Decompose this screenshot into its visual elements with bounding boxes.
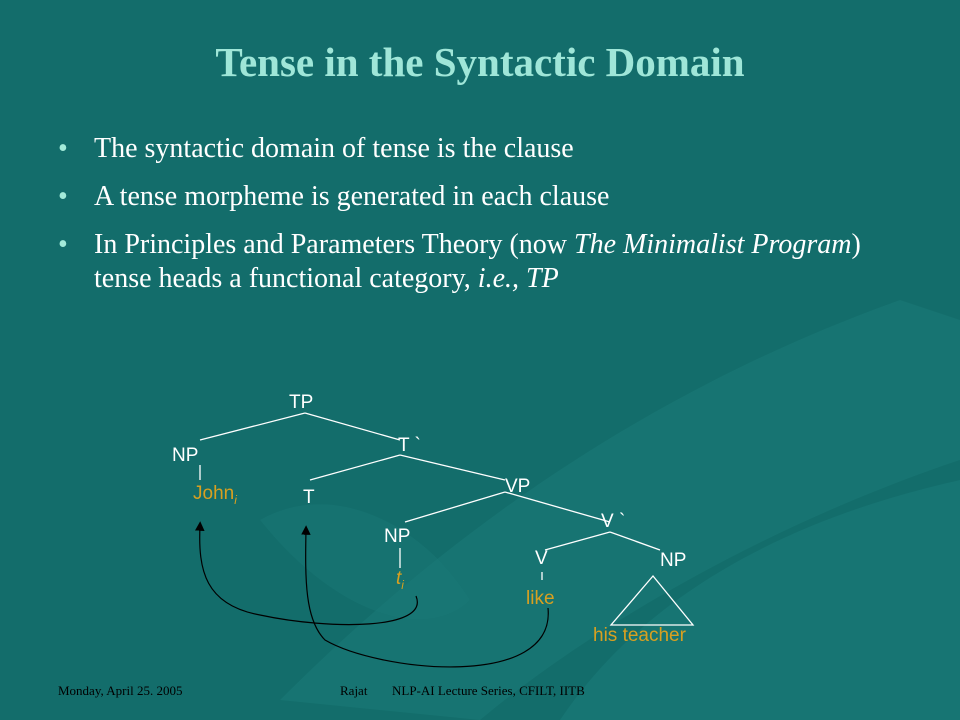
node-vp: VP (505, 476, 531, 497)
bullet-dot: • (58, 181, 68, 212)
bullet-list: • The syntactic domain of tense is the c… (58, 132, 878, 310)
branch-vp-np (404, 491, 506, 523)
leaf-trace-index: i (401, 577, 404, 592)
branch-vbar-np (609, 531, 661, 551)
bullet-item: • The syntactic domain of tense is the c… (58, 132, 878, 166)
movement-arrow-subject (194, 521, 418, 626)
movement-arrow-verb (301, 525, 549, 668)
bullet-text: In Principles and Parameters Theory (now (94, 229, 575, 260)
node-vbar: V ` (601, 511, 626, 532)
bullet-item: • A tense morpheme is generated in each … (58, 180, 878, 214)
leaf-john-index: i (234, 492, 237, 507)
node-np-object: NP (660, 550, 687, 571)
node-tp: TP (289, 392, 314, 413)
branch-tbar-vp (399, 454, 506, 481)
bullet-text: A tense morpheme is generated in each cl… (94, 181, 610, 212)
bullet-italic-title: The Minimalist Program (574, 229, 852, 260)
leaf-trace-symbol: t (396, 568, 402, 589)
leaf-trace: ti (396, 568, 404, 592)
branch-tbar-t (309, 454, 401, 481)
bullet-text: The syntactic domain of tense is the cla… (94, 133, 574, 164)
footer-date: Monday, April 25. 2005 (58, 683, 183, 698)
branch-vp-vbar (504, 491, 611, 523)
leaf-john: Johni (193, 483, 237, 507)
leaf-john-word: John (193, 483, 235, 504)
footer-series: NLP-AI Lecture Series, CFILT, IITB (392, 683, 585, 698)
branch-vbar-v (544, 531, 611, 551)
slide-title: Tense in the Syntactic Domain (215, 39, 745, 85)
footer-author: Rajat (340, 683, 368, 698)
node-tbar: T ` (398, 435, 421, 456)
bullet-text: ) tense heads a functional category, (94, 229, 861, 294)
bullet-dot: • (58, 133, 68, 164)
leaf-his-teacher: his teacher (593, 625, 686, 646)
node-v: V (535, 548, 548, 569)
node-t: T (303, 487, 315, 508)
branch-tp-tbar (304, 412, 401, 441)
node-np-subject: NP (172, 445, 199, 466)
leaf-like: like (526, 588, 555, 609)
bullet-italic-ie: i.e., TP (477, 263, 559, 294)
triangle-np (609, 574, 695, 626)
bullet-item: • In Principles and Parameters Theory (n… (58, 228, 878, 296)
branch-tp-np (199, 412, 306, 441)
node-np-trace: NP (384, 526, 411, 547)
bullet-dot: • (58, 229, 68, 260)
